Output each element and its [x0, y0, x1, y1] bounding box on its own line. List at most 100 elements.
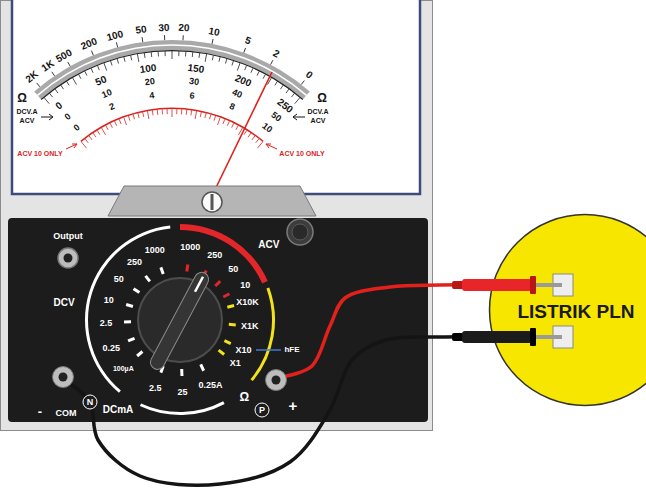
acv-tick [209, 114, 210, 119]
acv-tick [232, 123, 234, 127]
range-value: 25 [177, 387, 187, 396]
polarity-sign: + [289, 398, 298, 413]
scale-tick [44, 98, 49, 104]
range-value: 250 [127, 257, 142, 266]
range-dial [85, 224, 275, 415]
scale-tick [165, 51, 166, 56]
acv-arrow [66, 144, 77, 149]
screw-slot [211, 194, 214, 210]
scale-tick [61, 85, 64, 89]
socket-face [490, 215, 646, 406]
scale-tick [212, 55, 213, 60]
acv-tick [138, 113, 139, 118]
acv-tick [227, 121, 229, 126]
ohm-scale-number: 5 [244, 36, 253, 47]
scale-tick [205, 54, 206, 62]
jack-label: Output [53, 232, 83, 241]
ohm-scale-number: 2K [24, 70, 40, 86]
scale-range-tag: DCV.A [16, 108, 37, 115]
range-title: ACV [258, 240, 279, 250]
range-value: 1000 [180, 242, 200, 251]
acv-tick [244, 130, 247, 134]
acv-tick [176, 109, 177, 114]
probe-tip [536, 283, 562, 287]
scale-tick [198, 53, 200, 58]
ohm-tick [142, 37, 144, 42]
acv-tick [133, 114, 134, 119]
scale-tick [232, 61, 234, 66]
jack-label: COM [56, 409, 77, 418]
range-value: X10K [236, 297, 259, 306]
ohm-tick [301, 81, 304, 85]
acv-tick [256, 139, 259, 143]
acv-tick [252, 136, 255, 140]
acv-tick [248, 133, 251, 137]
ohm-scale-number: 0 [303, 69, 314, 80]
scale-tick [257, 71, 259, 75]
range-value: 0.25A [198, 381, 222, 390]
needle [210, 72, 272, 200]
ohm-scale-number: 10 [208, 26, 221, 38]
jack-hole [272, 376, 281, 385]
ohm-tick [52, 72, 55, 76]
black-probe-handle [462, 331, 532, 343]
polarity-sign: - [38, 405, 42, 418]
voltage-scale-number: 30 [189, 77, 200, 87]
acv-tick [157, 110, 159, 115]
range-value: 50 [228, 264, 238, 273]
ohm-symbol: Ω [317, 92, 327, 104]
acv-tick [236, 126, 238, 130]
probe-tip [536, 335, 562, 339]
acv-tick [195, 111, 196, 119]
acv-tick [102, 128, 106, 135]
ohm-scale-number: 100 [105, 29, 124, 43]
voltage-scale-number: 100 [139, 63, 157, 75]
range-mark [224, 341, 230, 344]
acv-tick [152, 110, 154, 115]
acv-tick [200, 112, 201, 117]
scale-tick [263, 74, 265, 78]
scale-tick [286, 89, 289, 93]
output-jack [58, 248, 78, 268]
scale-tick [245, 65, 247, 70]
range-mark [137, 351, 142, 355]
ohm-tick [116, 42, 117, 47]
range-value: 0.25 [103, 343, 121, 352]
voltage-scale-number: 150 [187, 63, 205, 75]
scale-arrow [41, 114, 53, 120]
voltage-scale-number: 6 [189, 92, 195, 102]
jack-outline [265, 369, 287, 391]
scale-arrow [293, 114, 305, 120]
acv-note: ACV 10 ONLY [279, 150, 324, 157]
ohm-scale-number: 30 [159, 23, 170, 33]
scale-tick [91, 68, 93, 73]
ohm-tick [271, 60, 273, 64]
ohm-tick [164, 35, 165, 40]
hfe-leader [256, 349, 281, 351]
acv-tick [205, 113, 206, 118]
voltage-scale-number: 8 [228, 102, 236, 112]
meter-jack: P+ [265, 369, 287, 391]
range-value: 2.5 [100, 318, 113, 327]
acv-tick [85, 139, 88, 143]
range-value: 2.5 [149, 383, 162, 392]
ohm-scale-number: 20 [178, 23, 190, 34]
ohm-tick [182, 35, 183, 40]
scale-tick [49, 93, 52, 97]
range-value: 10 [104, 295, 114, 304]
acv-tick [223, 119, 225, 124]
range-mark [229, 323, 236, 327]
range-title: Ω [239, 391, 249, 403]
ohm-tick [212, 39, 214, 44]
scale-tick [251, 68, 253, 73]
ohm-scale-number: 500 [55, 47, 74, 64]
range-mark [161, 267, 163, 274]
range-mark [128, 338, 134, 341]
needle-stand [108, 186, 316, 216]
acv-tick [190, 110, 192, 115]
acv-tick [106, 126, 108, 130]
